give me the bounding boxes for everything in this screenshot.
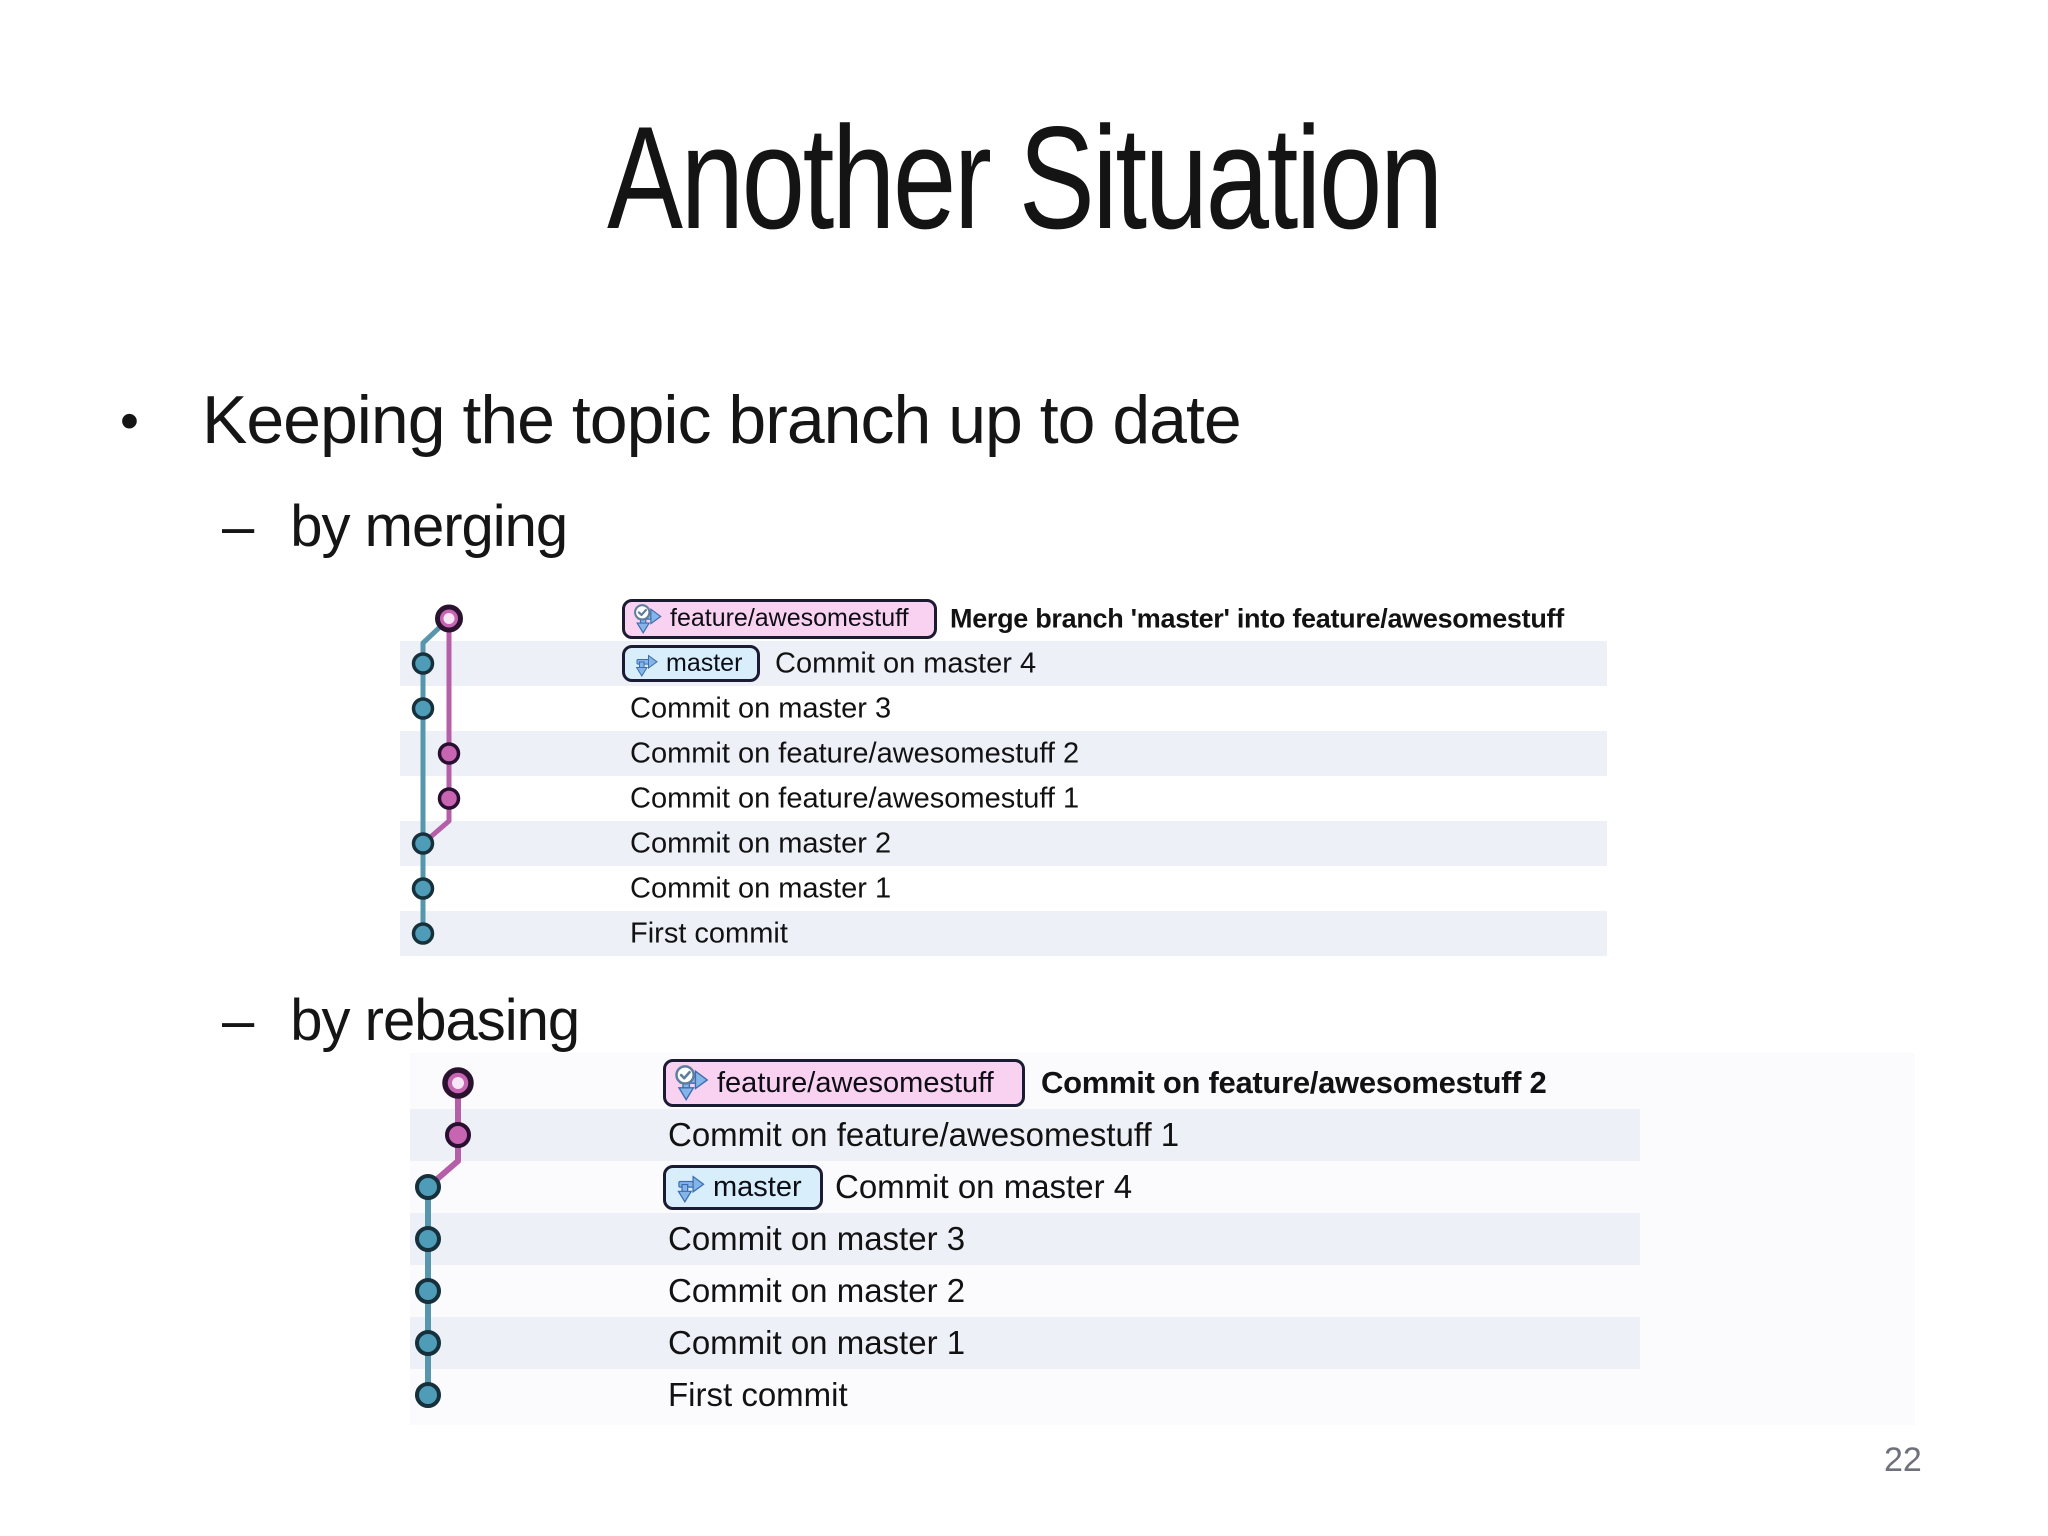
check-branch-icon [675,1065,709,1101]
bullet-text: Keeping the topic branch up to date [202,382,1242,458]
commit-message: Commit on master 2 [668,1272,966,1309]
commit-graph-lines [411,604,463,945]
master-branch-label: master [663,1164,823,1210]
commit-row: Commit on master 2 [410,1265,1640,1317]
dash-marker: – [222,988,255,1053]
commit-row: master Commit on master 4 [400,641,1607,686]
commit-message: Commit on feature/awesomestuff 2 [1041,1065,1547,1100]
commit-message: Commit on master 1 [668,1324,966,1361]
commit-row: First commit [400,911,1607,956]
commit-graph-lines [415,1067,474,1408]
branch-icon [677,1175,705,1203]
sub-bullet-by-merging: – by merging [222,492,568,562]
branch-icon [635,654,658,677]
commit-message: Commit on master 2 [630,827,892,859]
commit-message: Commit on master 3 [630,692,892,724]
branch-label-text: feature/awesomestuff [717,1066,994,1099]
commit-message: Commit on master 4 [775,647,1037,679]
commit-message: First commit [630,917,788,949]
commit-message: Commit on feature/awesomestuff 2 [630,737,1080,769]
commit-row: master Commit on master 4 [410,1161,1640,1213]
sub-bullet-text: by rebasing [290,988,580,1053]
commit-row: Commit on master 2 [400,821,1607,866]
commit-message: First commit [668,1376,848,1413]
sub-bullet-by-rebasing: – by rebasing [222,986,580,1056]
dash-marker: – [222,494,255,559]
commit-row: Commit on master 1 [410,1317,1640,1369]
commit-message: Merge branch 'master' into feature/aweso… [950,603,1564,633]
check-branch-icon [634,603,662,634]
branch-label-text: feature/awesomestuff [670,604,909,632]
branch-label-text: master [666,649,743,677]
master-branch-label: master [622,645,760,682]
merge-graph-image: feature/awesomestuff Merge branch 'master… [400,596,1607,956]
commit-row: Commit on master 3 [410,1213,1640,1265]
bullet-keeping-topic-branch: • Keeping the topic branch up to date [120,380,1242,462]
commit-row: feature/awesomestuff Merge branch 'master… [400,596,1607,641]
branch-label-text: master [713,1170,802,1203]
commit-row: Commit on master 3 [400,686,1607,731]
feature-branch-label: feature/awesomestuff [663,1059,1025,1107]
commit-message: Commit on feature/awesomestuff 1 [630,782,1080,814]
page-number: 22 [1884,1441,1922,1479]
commit-row: Commit on feature/awesomestuff 1 [410,1109,1640,1161]
commit-message: Commit on master 4 [835,1168,1133,1205]
commit-row: First commit [410,1369,1640,1421]
commit-message: Commit on master 1 [630,872,892,904]
feature-branch-label: feature/awesomestuff [622,598,937,639]
commit-row: Commit on feature/awesomestuff 1 [400,776,1607,821]
sub-bullet-text: by merging [290,494,568,559]
commit-message: Commit on feature/awesomestuff 1 [668,1116,1180,1153]
commit-row: feature/awesomestuff Commit on feature/aw… [410,1057,1640,1109]
commit-row: Commit on feature/awesomestuff 2 [400,731,1607,776]
commit-row: Commit on master 1 [400,866,1607,911]
commit-message: Commit on master 3 [668,1220,966,1257]
bullet-marker: • [120,390,139,451]
slide-title: Another Situation [607,96,1443,259]
